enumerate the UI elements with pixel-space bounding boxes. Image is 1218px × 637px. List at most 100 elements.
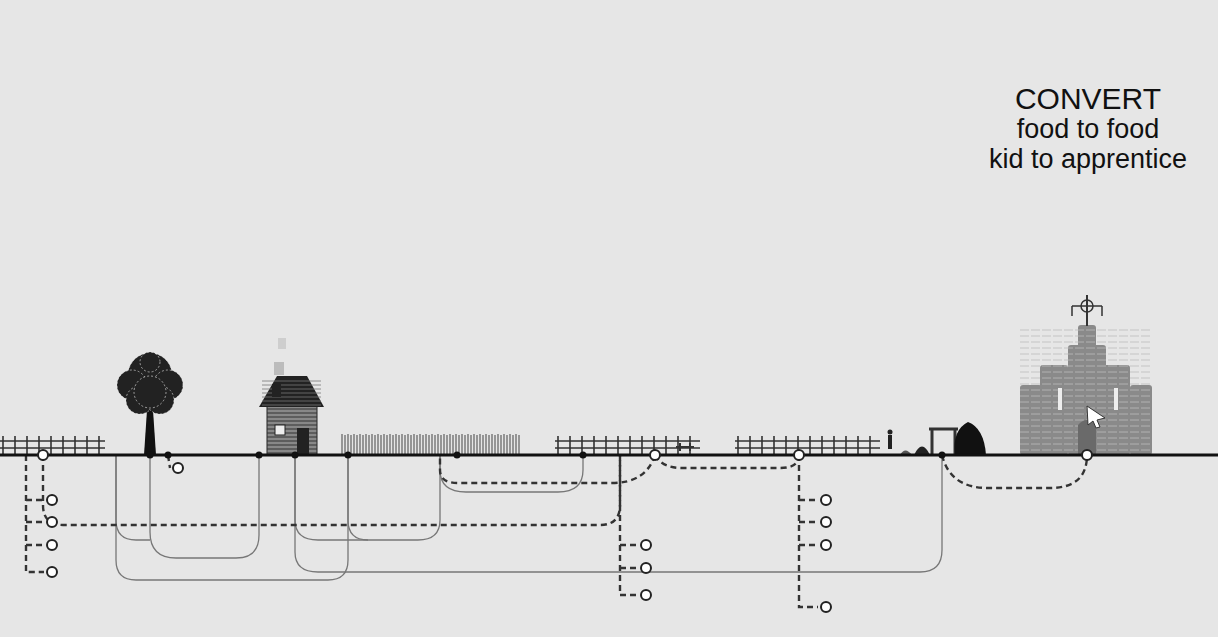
fence-post: [557, 436, 559, 455]
church-brick: [1020, 408, 1152, 409]
wheat-stalk: [438, 434, 439, 455]
worker-slot: [47, 495, 57, 505]
worker-slot: [47, 567, 57, 577]
fence-post: [50, 436, 52, 455]
fence-post: [98, 436, 100, 455]
wheat-stalk: [417, 435, 418, 455]
wheat-stalk: [444, 434, 445, 455]
worker-path: [799, 521, 818, 523]
roof-tile: [262, 381, 321, 382]
resource-wire: [348, 455, 368, 540]
wheat-stalk: [453, 435, 454, 455]
fence-post: [629, 436, 631, 455]
worker-path: [620, 544, 638, 546]
wheat-stalk: [507, 435, 508, 455]
house-plank: [267, 413, 317, 414]
villager-head: [888, 430, 893, 435]
worker-path: [799, 544, 818, 546]
wheat-stalk: [369, 435, 370, 455]
worker-slot: [47, 517, 57, 527]
wheat-stalk: [435, 435, 436, 455]
wheat-stalk: [471, 435, 472, 455]
anchor-dot: [147, 452, 154, 459]
dashed-wire-group: [26, 455, 1087, 607]
fence-post: [2, 436, 4, 455]
wheat-stalk: [504, 434, 505, 455]
fence-post: [785, 436, 787, 455]
wheat-stalk: [426, 434, 427, 455]
worker-path: [26, 455, 44, 572]
wheat-stalk: [354, 434, 355, 455]
wheat-stalk: [366, 434, 367, 455]
bush: [955, 422, 986, 455]
house-plank: [267, 449, 317, 450]
house-plank: [267, 417, 317, 418]
slot-rings: [38, 450, 1092, 612]
church-brick: [1020, 378, 1152, 379]
worker-path: [43, 455, 620, 525]
church-wall: [1068, 345, 1106, 455]
wheat-stalk: [423, 435, 424, 455]
tree-trunk: [144, 410, 156, 455]
church-brick: [1020, 330, 1152, 331]
roof-tile: [262, 397, 321, 398]
resource-wire: [116, 455, 150, 540]
wheat-stalk: [516, 434, 517, 455]
fence-post: [833, 436, 835, 455]
wheat-stalk: [462, 434, 463, 455]
wheat-stalk: [489, 435, 490, 455]
fence-post: [737, 436, 739, 455]
house-window: [275, 425, 285, 435]
wheat-stalk: [381, 435, 382, 455]
resource-wire: [440, 455, 583, 492]
anchor-dot: [939, 452, 946, 459]
worker-path: [655, 455, 799, 468]
church-brick: [1020, 372, 1152, 373]
church-wall: [1102, 365, 1130, 455]
worker-slot: [641, 590, 651, 600]
wheat-stalk: [351, 435, 352, 455]
church-window: [1058, 388, 1062, 410]
church-wall: [1040, 365, 1068, 455]
wheat-stalk: [519, 435, 520, 455]
wheat-stalk: [480, 434, 481, 455]
wheat-stalk: [447, 435, 448, 455]
action-line: food to food: [958, 114, 1218, 144]
wheat-stalk: [441, 435, 442, 455]
house-plank: [267, 421, 317, 422]
chimney: [272, 384, 281, 397]
villager-body: [888, 435, 892, 449]
fence-post: [593, 436, 595, 455]
worker-slot: [1082, 450, 1092, 460]
worker-path: [942, 455, 1087, 488]
worker-slot: [821, 540, 831, 550]
church-brick: [1020, 384, 1152, 385]
wire-group: [116, 455, 942, 580]
cross-arms: [1072, 306, 1102, 316]
worker-path: [26, 499, 44, 501]
fence-post: [845, 436, 847, 455]
anchor-dots: [147, 452, 946, 459]
church-brick: [1020, 414, 1152, 415]
worker-slot: [47, 540, 57, 550]
roof-tile: [262, 385, 321, 386]
wheat-stalk: [432, 434, 433, 455]
anchor-dot: [165, 452, 172, 459]
wheat-stalk: [492, 434, 493, 455]
worker-path: [620, 455, 638, 595]
church-brick: [1020, 354, 1152, 355]
anchor-dot: [454, 452, 461, 459]
wheat-stalk: [465, 435, 466, 455]
fence-post: [677, 436, 679, 455]
wheat-stalk: [384, 434, 385, 455]
fence-post: [617, 436, 619, 455]
ground-line: [0, 454, 1218, 457]
wheat-stalk: [393, 435, 394, 455]
fence-post: [821, 436, 823, 455]
worker-slot: [173, 463, 183, 473]
church-window: [1114, 388, 1118, 410]
wheat-stalk: [408, 434, 409, 455]
tree: [117, 352, 183, 455]
fence-post: [569, 436, 571, 455]
wheat-stalk: [411, 435, 412, 455]
